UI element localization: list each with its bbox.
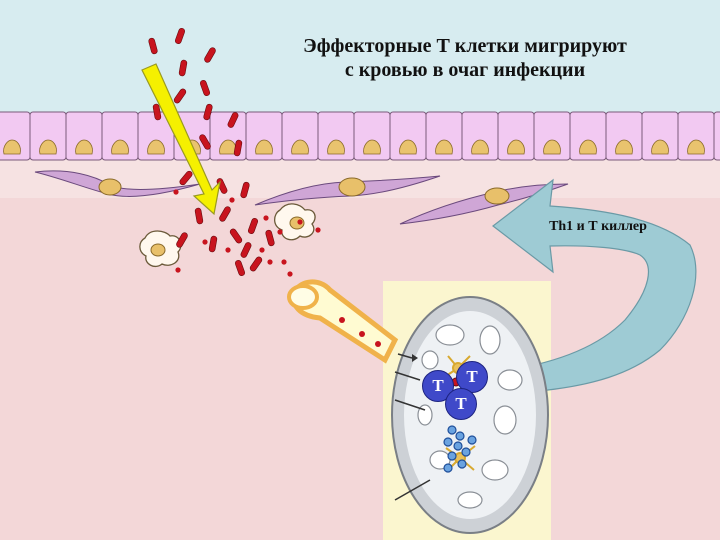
bacterium-rod [227, 112, 239, 128]
epithelial-nucleus [543, 139, 561, 155]
bacterium-dot [173, 189, 179, 195]
epithelial-nucleus [3, 139, 21, 155]
bacterium-rod [240, 181, 250, 199]
outside-space [0, 0, 720, 115]
bacterium-rod [179, 170, 193, 186]
bacterium-dot [281, 259, 287, 265]
epithelial-nucleus [255, 139, 273, 155]
diagram-title: Эффекторные Т клетки мигрируют с кровью … [255, 34, 675, 82]
pathogen-entry-arrow [141, 63, 221, 216]
title-line-1: Эффекторные Т клетки мигрируют [303, 35, 627, 57]
epithelial-nucleus [75, 139, 93, 155]
t-cell-3: Т [445, 388, 477, 420]
bacteria-group [148, 28, 321, 277]
curved-migration-arrow [492, 178, 697, 394]
epithelial-nucleus [435, 139, 453, 155]
bacterium-rod [249, 256, 263, 272]
bacterium-dot [263, 215, 269, 221]
bacterium-rod [199, 134, 211, 150]
epithelium-layer [0, 111, 720, 161]
bacterium-dot [259, 247, 265, 253]
epithelial-nucleus [507, 139, 525, 155]
bacterium-dot [175, 267, 181, 273]
bacterium-rod [174, 28, 186, 44]
epithelial-nucleus [399, 139, 417, 155]
bacterium-dot [202, 239, 208, 245]
epithelial-nucleus [327, 139, 345, 155]
bacterium-rod [265, 229, 275, 247]
bacterium-rod [194, 207, 204, 225]
epithelial-nucleus [291, 139, 309, 155]
bacterium-rod [233, 139, 243, 157]
bacterium-rod [240, 242, 252, 258]
bacterium-rod [229, 228, 243, 244]
bacterium-rod [199, 80, 211, 96]
epithelial-nucleus [39, 139, 57, 155]
epithelial-nucleus [687, 139, 705, 155]
bacterium-dot [225, 247, 231, 253]
bacterium-rod [176, 232, 188, 248]
arrow-label: Th1 и Т киллер [549, 219, 647, 234]
bacterium-rod [247, 218, 259, 234]
bacterium-rod [173, 88, 187, 104]
bacterium-dot [229, 197, 235, 203]
epithelial-nucleus [579, 139, 597, 155]
epithelial-nucleus [651, 139, 669, 155]
bacterium-rod [178, 59, 188, 77]
epithelial-nucleus [615, 139, 633, 155]
bacterium-rod [208, 235, 218, 253]
bacterium-rod [234, 260, 246, 276]
epithelial-nucleus [363, 139, 381, 155]
fibroblast-cells [34, 170, 569, 225]
bacterium-dot [315, 227, 321, 233]
bacterium-dot [277, 229, 283, 235]
bacterium-rod [204, 47, 216, 63]
epithelial-nucleus [111, 139, 129, 155]
title-line-2: с кровью в очаг инфекции [344, 59, 586, 81]
bacterium-dot [267, 259, 273, 265]
epithelial-nucleus [471, 139, 489, 155]
bacterium-rod [148, 37, 158, 55]
epithelial-cell [713, 111, 720, 161]
t-cell-2: Т [456, 361, 488, 393]
epithelial-nucleus [147, 139, 165, 155]
bacterium-dot [287, 271, 293, 277]
lymphatic-vessel [287, 279, 418, 364]
bacterium-rod [219, 206, 231, 222]
bacterium-dot [297, 219, 303, 225]
bacterium-rod [203, 103, 213, 121]
bacterium-rod [152, 103, 162, 121]
